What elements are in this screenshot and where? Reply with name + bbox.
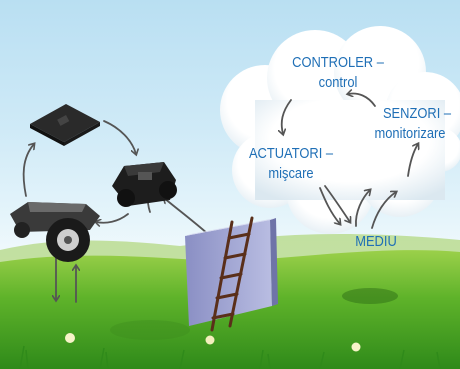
label-controler-subtitle: control <box>318 74 358 91</box>
robot-chassis <box>112 162 177 207</box>
arrow-wheel-to-controller <box>22 144 34 197</box>
grass-shadow <box>110 320 190 340</box>
arrow-senzori-to-controler <box>348 94 376 107</box>
flower <box>65 333 75 343</box>
arrow-ground-to-chassis-1 <box>164 198 209 235</box>
cloud-arrows <box>282 94 418 229</box>
arrow-mediu-to-senzori-2 <box>371 192 396 229</box>
arrow-chassis-to-wheel <box>96 213 129 223</box>
wheeled-robot <box>10 202 100 262</box>
label-mediu: MEDIU <box>355 233 397 250</box>
arrow-controller-to-chassis <box>103 120 136 154</box>
arrow-controler-to-actuatori <box>282 99 292 134</box>
label-senzori-title: SENZORI – <box>382 105 452 122</box>
grass-blades <box>19 345 441 369</box>
label-actuatori-subtitle: mişcare <box>268 165 314 182</box>
robot-arrows <box>22 120 209 303</box>
label-actuatori-title: ACTUATORI – <box>248 145 334 162</box>
grass-shadow <box>342 288 398 304</box>
cloud <box>220 26 460 234</box>
label-senzori-subtitle: monitorizare <box>374 125 446 142</box>
arrow-actuatori-to-mediu-2 <box>324 185 350 222</box>
label-controler-title: CONTROLER – <box>292 54 384 71</box>
arrow-mediu-to-senzori <box>355 190 370 227</box>
arrow-actuatori-to-mediu-1 <box>319 187 340 224</box>
flower <box>351 342 361 352</box>
controller-board <box>30 104 100 146</box>
flower <box>205 335 215 345</box>
arrow-senzori-down <box>407 144 418 177</box>
wall-with-ladder <box>185 216 278 332</box>
